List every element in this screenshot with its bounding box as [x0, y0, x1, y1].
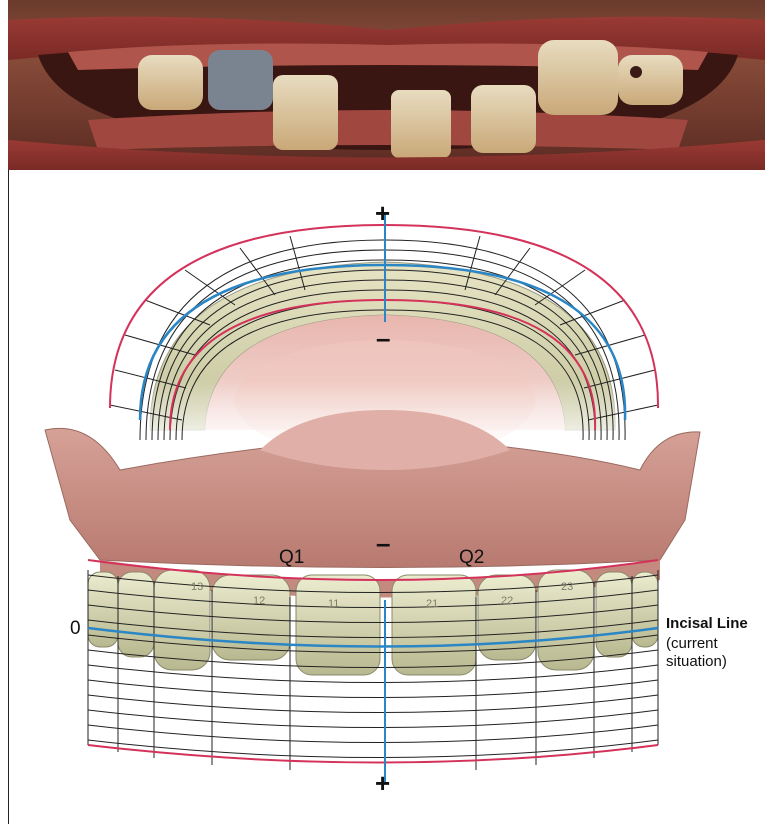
tooth-number-23: 23	[561, 581, 573, 593]
quadrant-2-label: Q2	[459, 547, 484, 569]
center-minus-sign: –	[376, 530, 390, 556]
bottom-plus-sign: +	[375, 770, 390, 796]
tooth-number-11: 11	[328, 598, 339, 610]
tooth-number-22: 22	[501, 595, 513, 607]
incisal-line-subtitle-2: situation)	[666, 653, 727, 671]
tooth-number-21: 21	[426, 598, 438, 610]
tooth-number-12: 12	[253, 595, 265, 607]
incisal-line-title: Incisal Line	[666, 615, 748, 632]
top-plus-sign: +	[375, 200, 390, 226]
incisal-line-subtitle-1: (current	[666, 635, 718, 653]
zero-mark: 0	[70, 618, 81, 640]
smile-design-diagram: + – – + Q1 Q2 0 13 12 11 21 22 23 Incisa…	[0, 170, 765, 824]
quadrant-1-label: Q1	[279, 547, 304, 569]
top-minus-sign: –	[376, 325, 390, 351]
tooth-number-13: 13	[191, 581, 203, 593]
patient-mouth-photo	[8, 0, 765, 170]
